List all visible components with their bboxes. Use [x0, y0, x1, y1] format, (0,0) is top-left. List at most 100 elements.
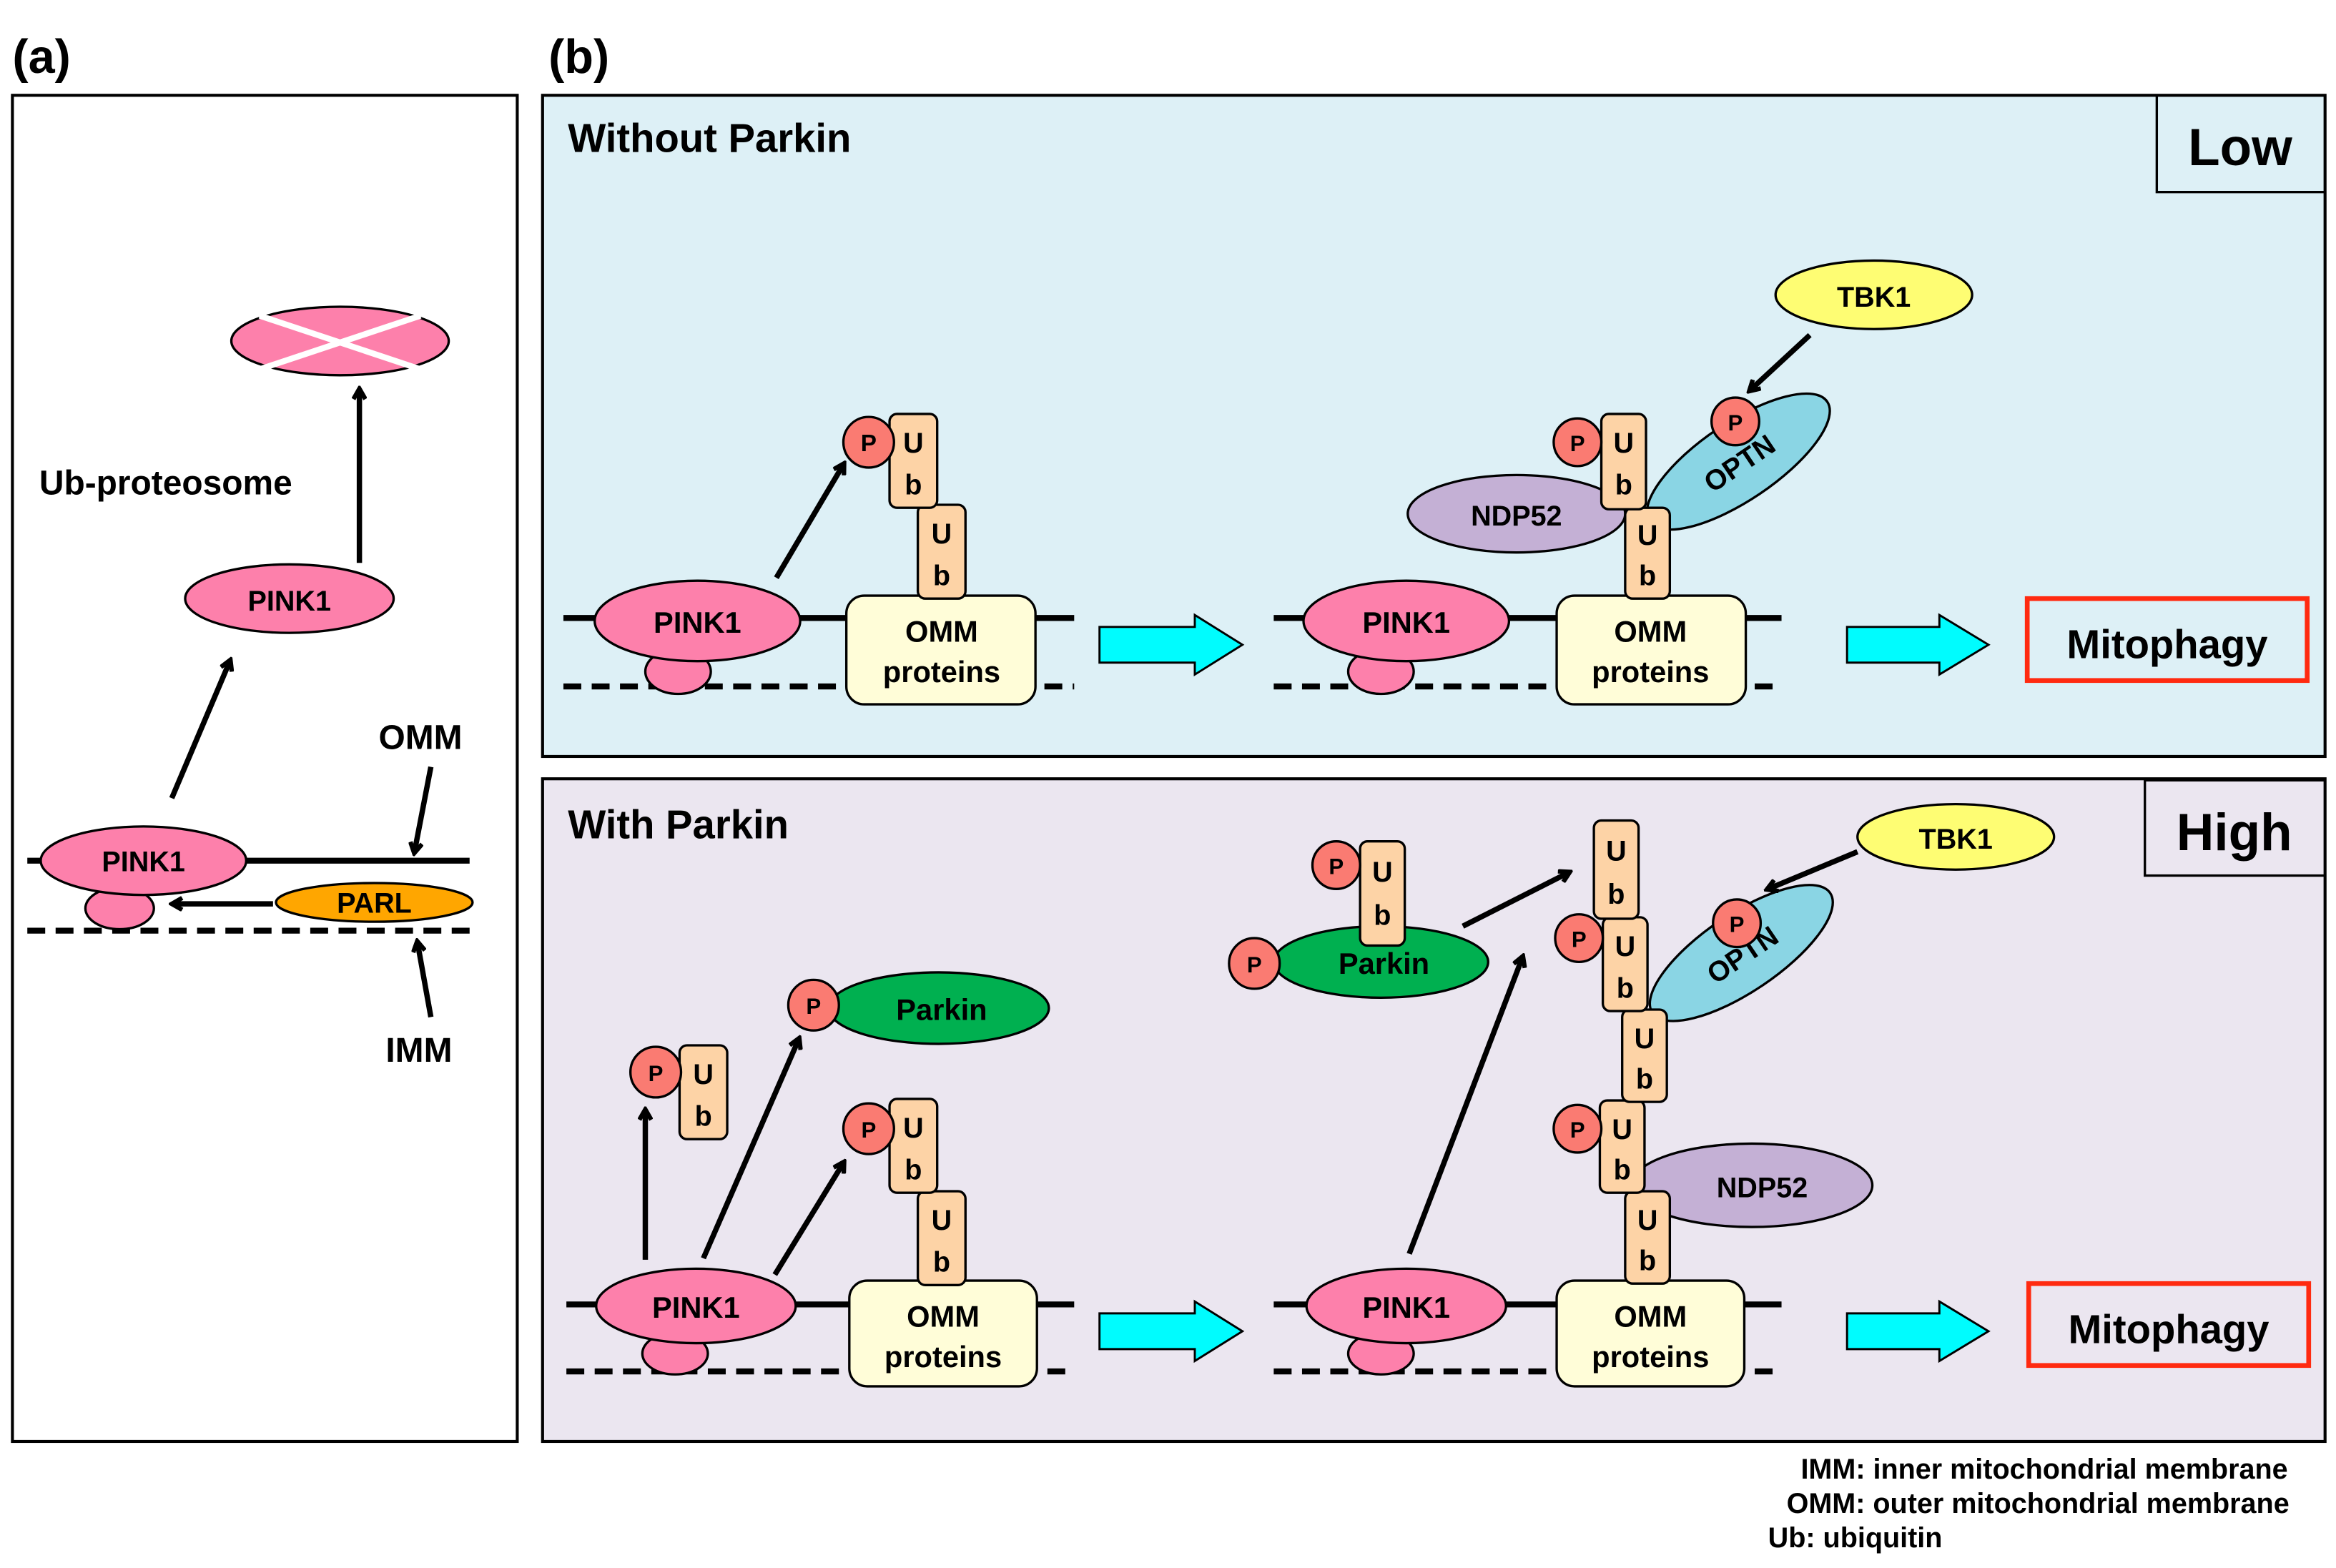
svg-text:b: b	[1374, 899, 1391, 931]
ub-chain: Ub Ub P	[842, 413, 967, 600]
svg-text:U: U	[903, 428, 924, 459]
pink1	[1305, 1267, 1507, 1345]
svg-text:b: b	[933, 1247, 950, 1278]
level-high: High	[2177, 804, 2292, 862]
omm-proteins-label-2: proteins	[1592, 655, 1709, 689]
tbk1-label: TBK1	[1837, 282, 1911, 313]
omm-proteins-label-1: OMM	[1614, 615, 1687, 649]
svg-text:P: P	[1247, 952, 1262, 977]
level-box-high	[2144, 779, 2327, 877]
ndp52-label: NDP52	[1471, 501, 1562, 532]
pink1	[1302, 579, 1511, 663]
panel-label-b: (b)	[548, 31, 609, 84]
omm-proteins-label-2: proteins	[1592, 1340, 1709, 1374]
legend-omm: OMM: outer mitochondrial membrane	[1787, 1488, 2290, 1519]
panel-a: Ub-proteosome PINK1 OMM IMM PINK1 PARL	[11, 94, 519, 1444]
svg-text:b: b	[1614, 1154, 1631, 1185]
arrow-omm	[415, 766, 434, 852]
pink1-membrane	[39, 825, 248, 897]
svg-text:b: b	[1636, 1063, 1653, 1095]
svg-text:b: b	[1639, 1245, 1656, 1276]
svg-text:U: U	[1372, 857, 1393, 888]
legend-imm: IMM: inner mitochondrial membrane	[1800, 1454, 2287, 1485]
svg-text:P: P	[806, 994, 821, 1019]
svg-text:P: P	[1572, 927, 1587, 952]
arrow-phosphorylation	[774, 465, 844, 579]
flow-arrow	[1098, 1299, 1245, 1364]
svg-text:U: U	[693, 1059, 714, 1090]
arrow-pink1-chain	[1406, 957, 1522, 1255]
svg-text:b: b	[695, 1100, 712, 1132]
omm-proteins-label-2: proteins	[884, 1340, 1002, 1374]
svg-text:P: P	[1730, 912, 1745, 937]
pink1-label: PINK1	[654, 606, 741, 639]
arrow-tbk1	[1750, 332, 1812, 390]
ub-proteosome-label: Ub-proteosome	[39, 464, 292, 502]
pink1-label: PINK1	[652, 1291, 740, 1324]
mitophagy-box	[2024, 596, 2310, 684]
svg-text:U: U	[1637, 1205, 1658, 1236]
ub-chain: Ub Ub Ub Ub Ub	[1592, 819, 1672, 1285]
svg-text:P: P	[1728, 410, 1743, 435]
bottom-stage-2: PINK1 OMM proteins NDP52 OPTN Ub Ub Ub U…	[1228, 802, 2056, 1388]
ndp52-label: NDP52	[1717, 1172, 1808, 1203]
omm-label: OMM	[379, 719, 463, 757]
arrow-tbk1	[1768, 849, 1859, 889]
phospho-p	[842, 415, 895, 469]
pink1-label: PINK1	[1362, 606, 1450, 639]
parl-label: PARL	[337, 888, 412, 919]
top-stage-2: PINK1 OMM proteins NDP52 OPTN Ub Ub P P …	[1273, 259, 1973, 706]
level-box-low	[2155, 94, 2327, 194]
tbk1-label: TBK1	[1919, 824, 1993, 855]
svg-text:b: b	[1615, 469, 1632, 501]
svg-text:P: P	[861, 1118, 876, 1143]
flow-arrow	[1845, 1299, 1991, 1364]
parl	[275, 882, 474, 923]
omm-proteins-label-1: OMM	[1614, 1300, 1687, 1333]
pink1-free-label: PINK1	[248, 586, 331, 617]
pink1-label: PINK1	[1362, 1291, 1450, 1324]
svg-text:b: b	[905, 1154, 922, 1185]
imm-label: IMM	[385, 1032, 452, 1070]
svg-text:U: U	[1614, 428, 1635, 459]
omm-proteins-label-2: proteins	[883, 655, 1000, 689]
svg-text:P: P	[861, 430, 877, 457]
svg-text:P: P	[1329, 854, 1344, 879]
parkin-label: Parkin	[1339, 947, 1429, 980]
arrow-imm	[418, 942, 434, 1018]
svg-text:P: P	[649, 1061, 664, 1086]
arrow-pink1-chain	[772, 1163, 844, 1276]
tbk1	[1856, 802, 2056, 871]
flow-arrow	[1098, 613, 1245, 677]
pink1-membrane-label: PINK1	[102, 846, 184, 877]
degraded-pink1	[230, 305, 450, 377]
svg-text:b: b	[905, 469, 922, 501]
mitophagy-label: Mitophagy	[2066, 622, 2267, 667]
omm-proteins-label-1: OMM	[905, 615, 978, 649]
svg-text:U: U	[1635, 1023, 1655, 1055]
svg-text:b: b	[1607, 879, 1625, 910]
pink1	[593, 579, 802, 663]
panel-b-bottom: With Parkin High PINK1 OMM proteins Ub U…	[541, 777, 2327, 1444]
level-low: Low	[2188, 119, 2292, 177]
omm-proteins-label-1: OMM	[907, 1300, 980, 1333]
parkin-label: Parkin	[896, 993, 987, 1027]
mitophagy-label: Mitophagy	[2068, 1307, 2269, 1352]
pink1	[595, 1267, 797, 1345]
legend-ub: Ub: ubiquitin	[1768, 1522, 1943, 1554]
svg-text:P: P	[1570, 1118, 1585, 1143]
panel-bottom-title: With Parkin	[568, 802, 789, 847]
panel-top-title: Without Parkin	[568, 115, 851, 160]
pink1-free	[184, 563, 395, 634]
svg-text:U: U	[1615, 931, 1636, 962]
panel-label-a: (a)	[12, 31, 70, 84]
svg-text:U: U	[932, 518, 952, 550]
panel-b-top: Without Parkin Low PINK1 OMM proteins Ub…	[541, 94, 2327, 759]
svg-text:U: U	[932, 1205, 952, 1236]
tbk1	[1774, 259, 1973, 330]
arrow-parkin-ub	[1462, 872, 1569, 929]
svg-text:U: U	[903, 1113, 924, 1144]
arrow-pink1-parkin	[701, 1040, 799, 1260]
svg-text:P: P	[1570, 431, 1585, 456]
